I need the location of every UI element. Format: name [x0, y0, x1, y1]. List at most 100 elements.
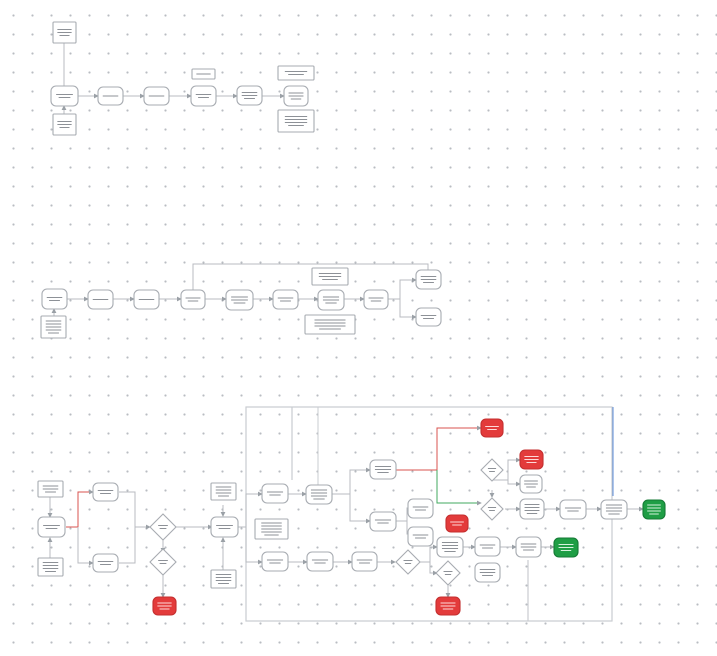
- step-node-38[interactable]: [261, 551, 289, 572]
- step-node-40[interactable]: [306, 551, 334, 572]
- step-box[interactable]: [50, 85, 79, 107]
- step-node-9[interactable]: [283, 85, 309, 107]
- step-node-5[interactable]: [143, 86, 170, 106]
- step-box[interactable]: [306, 551, 334, 572]
- step-box[interactable]: [305, 484, 333, 505]
- note-box[interactable]: [304, 314, 356, 335]
- step-node-22[interactable]: [363, 289, 389, 310]
- step-node-59[interactable]: [474, 536, 501, 557]
- step-box[interactable]: [261, 551, 289, 572]
- decision-node-42[interactable]: [395, 549, 421, 575]
- step-box[interactable]: [436, 536, 464, 558]
- note-node-1[interactable]: [52, 21, 77, 44]
- step-box[interactable]: [519, 498, 545, 520]
- step-box[interactable]: [272, 289, 299, 310]
- decision-diamond[interactable]: [395, 549, 421, 575]
- step-box[interactable]: [474, 536, 501, 557]
- decision-node-50[interactable]: [480, 497, 504, 521]
- step-box[interactable]: [407, 526, 434, 547]
- success-node-62[interactable]: [553, 537, 579, 558]
- step-node-52[interactable]: [519, 474, 543, 494]
- step-node-16[interactable]: [180, 289, 206, 310]
- note-box[interactable]: [277, 65, 315, 81]
- decision-node-49[interactable]: [480, 458, 504, 482]
- decision-node-30[interactable]: [149, 513, 177, 541]
- step-node-12[interactable]: [41, 288, 68, 310]
- note-node-13[interactable]: [40, 315, 67, 339]
- step-node-55[interactable]: [600, 499, 628, 520]
- step-box[interactable]: [415, 307, 442, 327]
- step-node-60[interactable]: [474, 562, 501, 583]
- step-box[interactable]: [407, 498, 434, 519]
- error-node-48[interactable]: [480, 418, 504, 438]
- step-node-19[interactable]: [317, 289, 345, 311]
- step-box[interactable]: [37, 516, 66, 538]
- note-node-25[interactable]: [37, 480, 64, 498]
- step-node-53[interactable]: [519, 498, 545, 520]
- error-node-47[interactable]: [445, 514, 469, 533]
- step-node-17[interactable]: [225, 289, 254, 311]
- step-box[interactable]: [190, 85, 217, 107]
- decision-diamond[interactable]: [480, 458, 504, 482]
- step-box[interactable]: [363, 289, 389, 310]
- step-node-23[interactable]: [415, 269, 442, 290]
- step-node-61[interactable]: [515, 536, 542, 558]
- note-node-20[interactable]: [311, 267, 349, 286]
- note-node-27[interactable]: [37, 557, 64, 577]
- step-node-14[interactable]: [87, 289, 114, 310]
- note-box[interactable]: [277, 109, 315, 133]
- note-node-7[interactable]: [191, 68, 216, 80]
- step-node-44[interactable]: [369, 511, 397, 532]
- error-box[interactable]: [480, 418, 504, 438]
- decision-diamond[interactable]: [149, 513, 177, 541]
- note-box[interactable]: [37, 557, 64, 577]
- step-node-54[interactable]: [559, 499, 587, 520]
- step-node-29[interactable]: [92, 553, 119, 573]
- note-node-21[interactable]: [304, 314, 356, 335]
- note-node-10[interactable]: [277, 65, 315, 81]
- note-box[interactable]: [210, 569, 237, 589]
- success-node-56[interactable]: [642, 499, 666, 520]
- step-node-36[interactable]: [261, 483, 289, 504]
- step-node-4[interactable]: [97, 86, 124, 106]
- step-node-15[interactable]: [133, 289, 160, 310]
- error-box[interactable]: [445, 514, 469, 533]
- step-box[interactable]: [559, 499, 587, 520]
- decision-diamond[interactable]: [149, 548, 177, 576]
- step-box[interactable]: [41, 288, 68, 310]
- note-node-37[interactable]: [254, 518, 289, 540]
- note-box[interactable]: [210, 482, 237, 501]
- step-box[interactable]: [180, 289, 206, 310]
- step-box[interactable]: [369, 511, 397, 532]
- step-node-8[interactable]: [236, 85, 263, 106]
- decision-node-58[interactable]: [435, 560, 461, 586]
- step-box[interactable]: [600, 499, 628, 520]
- note-node-33[interactable]: [210, 482, 237, 501]
- step-box[interactable]: [92, 482, 119, 502]
- step-box[interactable]: [261, 483, 289, 504]
- step-box[interactable]: [92, 553, 119, 573]
- success-box[interactable]: [642, 499, 666, 520]
- error-node-32[interactable]: [152, 596, 177, 616]
- note-node-2[interactable]: [52, 113, 77, 136]
- step-node-43[interactable]: [369, 459, 397, 480]
- note-node-35[interactable]: [210, 569, 237, 589]
- decision-diamond[interactable]: [435, 560, 461, 586]
- step-node-39[interactable]: [305, 484, 333, 505]
- step-node-34[interactable]: [210, 516, 239, 538]
- step-node-24[interactable]: [415, 307, 442, 327]
- decision-diamond[interactable]: [480, 497, 504, 521]
- step-node-28[interactable]: [92, 482, 119, 502]
- step-box[interactable]: [351, 551, 378, 572]
- step-node-57[interactable]: [436, 536, 464, 558]
- note-node-11[interactable]: [277, 109, 315, 133]
- step-node-6[interactable]: [190, 85, 217, 107]
- step-node-41[interactable]: [351, 551, 378, 572]
- error-node-63[interactable]: [435, 596, 461, 616]
- step-node-45[interactable]: [407, 498, 434, 519]
- step-node-3[interactable]: [50, 85, 79, 107]
- step-node-18[interactable]: [272, 289, 299, 310]
- step-node-46[interactable]: [407, 526, 434, 547]
- step-box[interactable]: [210, 516, 239, 538]
- error-node-51[interactable]: [519, 449, 544, 470]
